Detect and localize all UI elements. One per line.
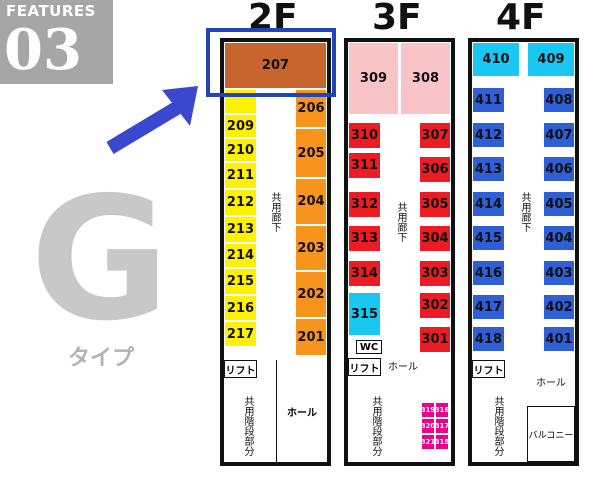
room-312: 312 (348, 191, 381, 218)
room-403: 403 (543, 260, 575, 286)
room-417: 417 (472, 294, 505, 320)
room-204: 204 (295, 178, 327, 225)
room-401: 401 (543, 326, 575, 352)
room-418: 418 (472, 326, 505, 352)
features-number: 03 (4, 17, 82, 83)
hall-2f: ホール (276, 360, 327, 462)
room-201: 201 (295, 318, 327, 356)
room-210: 210 (224, 138, 257, 162)
room-311: 311 (348, 152, 381, 179)
room-410: 410 (472, 42, 520, 77)
room-215: 215 (224, 268, 257, 295)
lift-3f: リフト (348, 358, 381, 376)
room-309: 309 (348, 42, 399, 115)
room-310: 310 (348, 122, 381, 149)
corridor-label-2f: 共用廊下 (269, 192, 280, 232)
floor-label-3f: 3F (372, 0, 422, 38)
arrow-icon (106, 86, 198, 155)
room-317: 317 (435, 418, 449, 434)
stairs-label-4f: 共用階段部分 (492, 396, 503, 456)
room-209: 209 (224, 114, 257, 138)
room-308: 308 (400, 42, 451, 115)
room-302: 302 (419, 292, 451, 319)
room-216: 216 (224, 295, 257, 321)
lift-2f: リフト (224, 360, 257, 378)
room-406: 406 (543, 156, 575, 182)
room-415: 415 (472, 225, 505, 251)
room-321: 321 (421, 434, 435, 450)
type-letter: G (30, 161, 170, 359)
room-305: 305 (419, 191, 451, 218)
room-306: 306 (419, 156, 451, 183)
room-320: 320 (421, 418, 435, 434)
room-212: 212 (224, 189, 257, 216)
room-304: 304 (419, 225, 451, 252)
stairs-label-2f: 共用階段部分 (242, 396, 253, 456)
stairs-label-3f: 共用階段部分 (370, 396, 381, 456)
room-217: 217 (224, 321, 257, 347)
floor-plan-3f: 309 308 310 311 312 313 314 315 307 306 … (344, 38, 455, 466)
room-404: 404 (543, 225, 575, 251)
room-411: 411 (472, 87, 505, 113)
floor-plan-4f: 410 409 411 412 413 414 415 416 417 418 … (468, 38, 579, 466)
features-caption: FEATURES (6, 2, 96, 20)
room-318: 318 (435, 434, 449, 450)
room-303: 303 (419, 260, 451, 287)
hall-3f: ホール (388, 362, 418, 373)
highlight-box (206, 28, 336, 97)
room-307: 307 (419, 122, 451, 149)
corridor-label-4f: 共用廊下 (519, 192, 530, 232)
room-405: 405 (543, 191, 575, 217)
room-412: 412 (472, 122, 505, 148)
lift-4f: リフト (472, 360, 505, 378)
room-214: 214 (224, 243, 257, 268)
room-202: 202 (295, 271, 327, 318)
corridor-label-3f: 共用廊下 (395, 202, 406, 242)
room-408: 408 (543, 87, 575, 113)
room-301: 301 (419, 326, 451, 353)
room-409: 409 (527, 42, 575, 77)
wc-3f: WC (356, 340, 382, 354)
floor-plan-2f: 207 209 210 211 212 213 214 215 216 217 … (220, 38, 331, 466)
balcony-4f: バルコニー (527, 406, 575, 462)
room-407: 407 (543, 122, 575, 148)
floor-label-4f: 4F (496, 0, 546, 38)
room-205: 205 (295, 128, 327, 178)
room-316: 316 (435, 402, 449, 418)
room-416: 416 (472, 260, 505, 286)
room-203: 203 (295, 225, 327, 271)
features-badge: FEATURES 03 (0, 0, 113, 84)
room-313: 313 (348, 225, 381, 252)
type-label: タイプ (68, 346, 135, 371)
room-413: 413 (472, 156, 505, 182)
room-319: 319 (421, 402, 435, 418)
room-414: 414 (472, 191, 505, 217)
room-402: 402 (543, 294, 575, 320)
hall-4f: ホール (536, 378, 566, 389)
room-213: 213 (224, 216, 257, 243)
room-315: 315 (348, 292, 381, 336)
room-314: 314 (348, 260, 381, 287)
room-207: 207 (224, 42, 327, 89)
room-211: 211 (224, 162, 257, 189)
